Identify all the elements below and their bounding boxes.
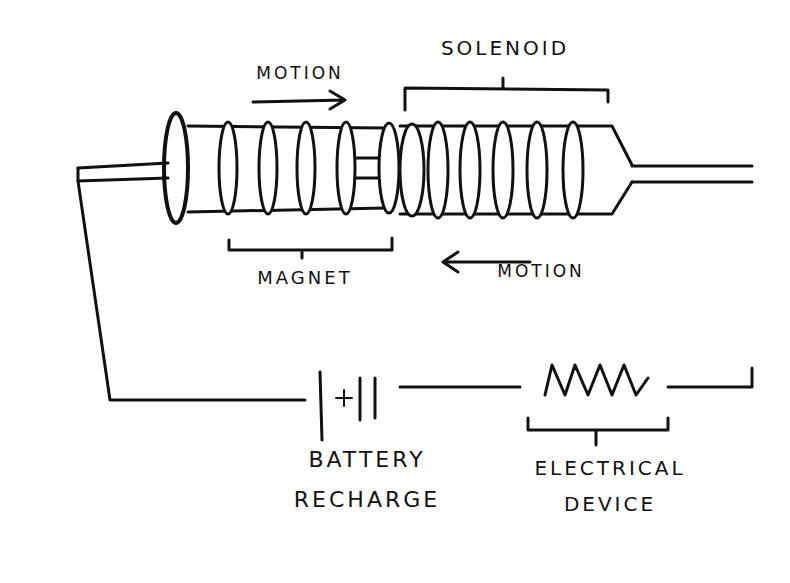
resistor-symbol (545, 365, 648, 395)
solenoid-bracket (405, 78, 608, 110)
battery-label: BATTERY RECHARGE (272, 440, 462, 519)
motion-label: MOTION (476, 256, 606, 287)
device-label: ELECTRICAL DEVICE (510, 450, 710, 522)
magnet (164, 113, 399, 223)
battery-symbol (320, 372, 375, 440)
motion-label: MOTION (240, 58, 360, 89)
left-rod (78, 163, 168, 181)
device-bracket (528, 418, 668, 445)
motion-arrow-right (253, 91, 345, 109)
magnet-label: MAGNET (240, 262, 370, 294)
solenoid (400, 122, 752, 218)
wire (668, 368, 752, 387)
magnet-bracket (229, 238, 392, 258)
wire (400, 386, 520, 389)
solenoid-label: SOLENOID (420, 30, 590, 66)
